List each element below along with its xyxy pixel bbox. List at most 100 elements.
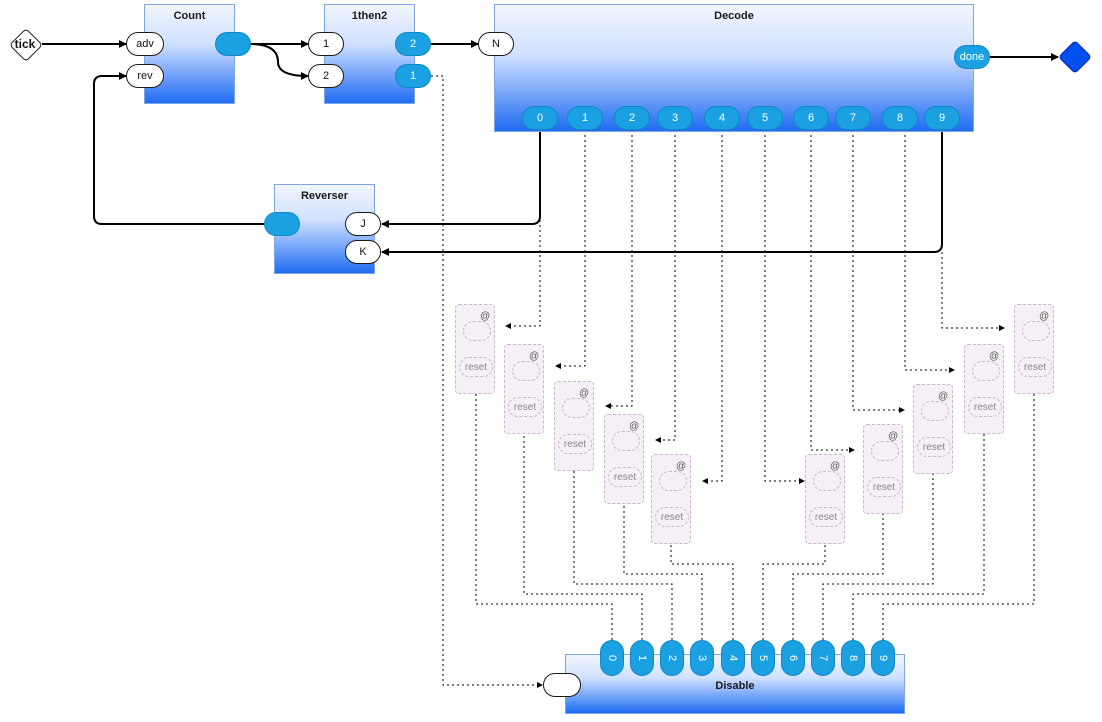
disable-out-8-label: 8 [847, 654, 859, 662]
latch-reset-port-5[interactable]: reset [809, 507, 843, 527]
latch-at-2: @ [579, 388, 590, 399]
latch-1[interactable]: @ reset [504, 344, 544, 434]
wire-dis7-reset7 [822, 447, 936, 640]
latch-reset-port-6[interactable]: reset [867, 477, 901, 497]
then-in1-port[interactable]: 1 [308, 32, 344, 56]
then-out2-port[interactable]: 2 [395, 32, 431, 56]
disable-out-7[interactable]: 7 [811, 640, 835, 676]
wire-decode0-j [381, 130, 541, 228]
latch-at-3: @ [629, 421, 640, 432]
wire-count-then2 [249, 43, 309, 80]
decode-out-6[interactable]: 6 [793, 106, 829, 130]
latch-set-port-7[interactable] [921, 401, 949, 421]
disable-out-3-label: 3 [696, 654, 708, 662]
latch-reset-port-9[interactable]: reset [1018, 357, 1052, 377]
latch-set-port-6[interactable] [871, 441, 899, 461]
disable-out-6-label: 6 [787, 654, 799, 662]
latch-reset-port-3[interactable]: reset [608, 467, 642, 487]
decode-out-4[interactable]: 4 [704, 106, 740, 130]
wire-dis9-reset9 [882, 381, 1037, 640]
disable-out-2-label: 2 [666, 654, 678, 662]
tick-label: tick [14, 37, 36, 51]
decode-out-7[interactable]: 7 [835, 106, 871, 130]
latch-2[interactable]: @ reset [554, 381, 594, 471]
decode-done-port[interactable]: done [954, 45, 990, 69]
latch-7[interactable]: @ reset [913, 384, 953, 474]
count-title: Count [173, 10, 206, 22]
count-rev-port[interactable]: rev [126, 64, 164, 88]
latch-8[interactable]: @ reset [964, 344, 1004, 434]
latch-0[interactable]: @ reset [455, 304, 495, 394]
disable-out-7-label: 7 [817, 654, 829, 662]
wire-d9-latch9 [941, 252, 1005, 331]
decode-n-port[interactable]: N [478, 32, 514, 56]
wire-d3-latch3 [655, 130, 676, 443]
latch-reset-port-8[interactable]: reset [968, 397, 1002, 417]
disable-out-6[interactable]: 6 [781, 640, 805, 676]
disable-out-5[interactable]: 5 [751, 640, 775, 676]
then-in2-port[interactable]: 2 [308, 64, 344, 88]
count-output-port[interactable] [215, 32, 251, 56]
wire-dis6-reset6 [792, 499, 886, 640]
disable-out-4[interactable]: 4 [721, 640, 745, 676]
disable-out-8[interactable]: 8 [841, 640, 865, 676]
disable-out-1-label: 1 [636, 654, 648, 662]
decode-out-1[interactable]: 1 [567, 106, 603, 130]
latch-9[interactable]: @ reset [1014, 304, 1054, 394]
disable-out-9[interactable]: 9 [871, 640, 895, 676]
latch-set-port-0[interactable] [463, 321, 491, 341]
reverser-j-port[interactable]: J [345, 212, 381, 236]
decode-out-9[interactable]: 9 [924, 106, 960, 130]
decode-out-3[interactable]: 3 [657, 106, 693, 130]
wire-d4-latch4 [702, 130, 723, 484]
wire-reverser-rev [93, 72, 266, 225]
then-out1-port[interactable]: 1 [395, 64, 431, 88]
latch-at-8: @ [989, 351, 1000, 362]
tick-input-node[interactable]: tick [9, 28, 41, 60]
disable-out-3[interactable]: 3 [690, 640, 714, 676]
wire-d0-latch0 [505, 130, 541, 329]
reverser-k-port[interactable]: K [345, 240, 381, 264]
wire-decode9-k [381, 130, 943, 256]
decode-title: Decode [714, 10, 754, 22]
wire-dis3-reset3 [621, 491, 703, 640]
decode-out-2[interactable]: 2 [614, 106, 650, 130]
latch-4[interactable]: @ reset [651, 454, 691, 544]
decode-out-5[interactable]: 5 [747, 106, 783, 130]
latch-at-0: @ [480, 311, 491, 322]
latch-at-1: @ [529, 351, 540, 362]
wire-dis1-reset1 [521, 421, 643, 640]
latch-set-port-1[interactable] [512, 361, 540, 381]
wire-d2-latch2 [605, 130, 633, 409]
latch-reset-port-0[interactable]: reset [459, 357, 493, 377]
latch-reset-port-2[interactable]: reset [558, 434, 592, 454]
done-output-node[interactable] [1058, 40, 1090, 72]
latch-set-port-5[interactable] [813, 471, 841, 491]
then-title: 1then2 [351, 10, 388, 22]
disable-title: Disable [715, 680, 755, 692]
latch-set-port-8[interactable] [972, 361, 1000, 381]
wire-dis4-reset4 [668, 530, 734, 640]
latch-set-port-3[interactable] [612, 431, 640, 451]
disable-out-0[interactable]: 0 [600, 640, 624, 676]
wire-d7-latch7 [852, 130, 905, 413]
latch-at-7: @ [938, 391, 949, 402]
latch-at-5: @ [830, 461, 841, 472]
latch-set-port-2[interactable] [562, 398, 590, 418]
latch-5[interactable]: @ reset [805, 454, 845, 544]
latch-3[interactable]: @ reset [604, 414, 644, 504]
decode-out-8[interactable]: 8 [882, 106, 918, 130]
reverser-output-port[interactable] [264, 212, 300, 236]
latch-reset-port-4[interactable]: reset [655, 507, 689, 527]
latch-reset-port-7[interactable]: reset [917, 437, 951, 457]
count-adv-port[interactable]: adv [126, 32, 164, 56]
latch-set-port-9[interactable] [1022, 321, 1050, 341]
latch-reset-port-1[interactable]: reset [508, 397, 542, 417]
decode-out-0[interactable]: 0 [522, 106, 558, 130]
wire-d6-latch6 [810, 130, 855, 453]
disable-out-2[interactable]: 2 [660, 640, 684, 676]
disable-out-1[interactable]: 1 [630, 640, 654, 676]
latch-6[interactable]: @ reset [863, 424, 903, 514]
latch-set-port-4[interactable] [659, 471, 687, 491]
disable-input-port[interactable] [543, 673, 581, 697]
